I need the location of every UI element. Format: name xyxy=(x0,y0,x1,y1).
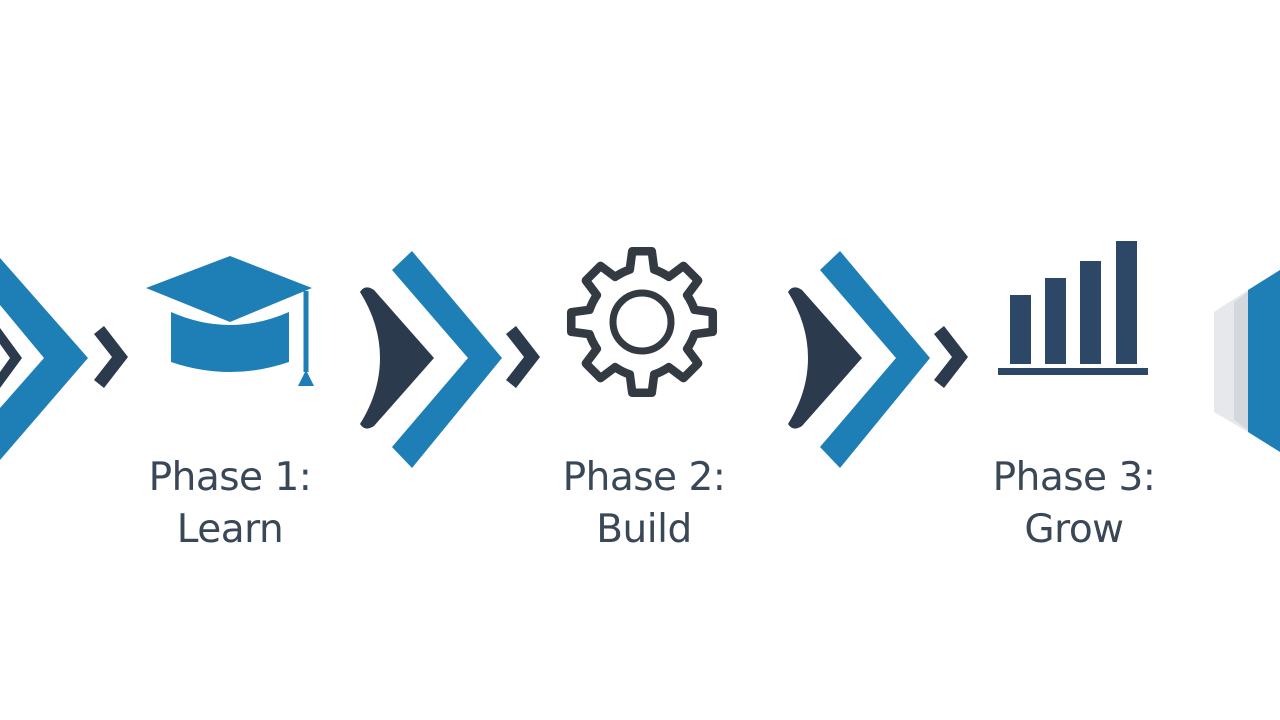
phase-1-name: Learn xyxy=(176,507,284,552)
phase-3-title: Phase 3: xyxy=(992,455,1156,500)
edge-chevron-left xyxy=(0,258,88,460)
phase-2-title: Phase 2: xyxy=(562,455,726,500)
phase-3-name: Grow xyxy=(1024,507,1124,552)
small-arrow-icon xyxy=(934,326,968,388)
small-arrow-icon xyxy=(94,326,128,388)
edge-chevron-right xyxy=(1214,270,1280,452)
small-arrow-icon xyxy=(506,326,540,388)
phase-1-title: Phase 1: xyxy=(148,455,312,500)
bar-chart-icon xyxy=(998,241,1148,375)
graduation-cap-icon xyxy=(146,256,314,386)
phase-3-label: Phase 3: Grow xyxy=(944,452,1204,556)
double-chevron-icon xyxy=(360,251,502,468)
double-chevron-icon xyxy=(788,251,930,468)
gear-icon xyxy=(566,246,718,398)
phase-1-label: Phase 1: Learn xyxy=(100,452,360,556)
phase-2-label: Phase 2: Build xyxy=(514,452,774,556)
phase-2-name: Build xyxy=(596,507,692,552)
